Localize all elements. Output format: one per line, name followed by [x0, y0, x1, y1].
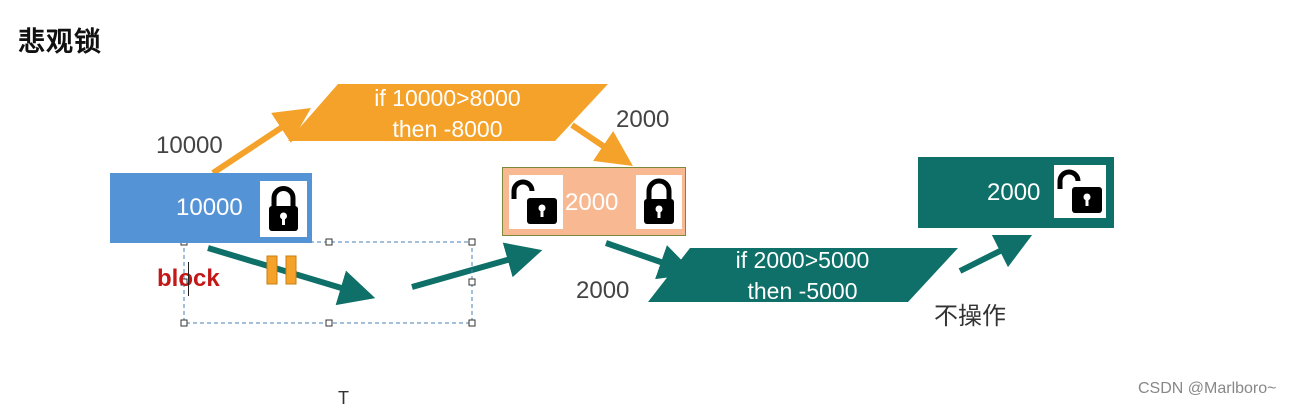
account-end-value: 2000 — [987, 179, 1041, 206]
pause-icon — [266, 255, 297, 285]
arrow-icon — [605, 240, 696, 280]
orange-condition-shape — [288, 84, 608, 141]
unlock-icon — [509, 175, 563, 229]
arrow-icon — [570, 122, 633, 167]
after-orange-value: 2000 — [616, 106, 670, 133]
teal-condition-text: if 2000>5000 then -5000 — [685, 245, 920, 307]
teal-condition-shape — [648, 248, 958, 302]
no-op-label: 不操作 — [934, 303, 1006, 330]
account-mid-value: 2000 — [565, 189, 619, 216]
account-end-box: 2000 — [918, 157, 1114, 228]
account-start-value: 10000 — [176, 194, 243, 221]
orange-condition-text: if 10000>8000 then -8000 — [330, 83, 565, 145]
arrow-icon — [411, 242, 543, 290]
text-caret — [188, 262, 189, 296]
watermark: CSDN @Marlboro~ — [1138, 380, 1277, 397]
unlock-icon — [1054, 165, 1106, 218]
arrow-icon — [958, 234, 1033, 274]
arrow-icon — [207, 245, 376, 306]
orange-condition-line1: if 10000>8000 — [374, 85, 521, 111]
account-mid-box: 2000 — [502, 167, 686, 236]
arrow-icon — [211, 108, 312, 176]
start-arrow-value: 10000 — [156, 132, 223, 159]
page-title: 悲观锁 — [18, 27, 102, 58]
orange-condition-line2: then -8000 — [392, 116, 503, 142]
teal-condition-line1: if 2000>5000 — [735, 247, 870, 273]
teal-condition-line2: then -5000 — [747, 278, 858, 304]
lock-icon — [260, 181, 307, 237]
text-cursor-icon: T — [338, 388, 349, 408]
lock-icon — [636, 175, 682, 229]
account-start-box: 10000 — [110, 173, 312, 243]
after-salmon-value: 2000 — [576, 277, 630, 304]
